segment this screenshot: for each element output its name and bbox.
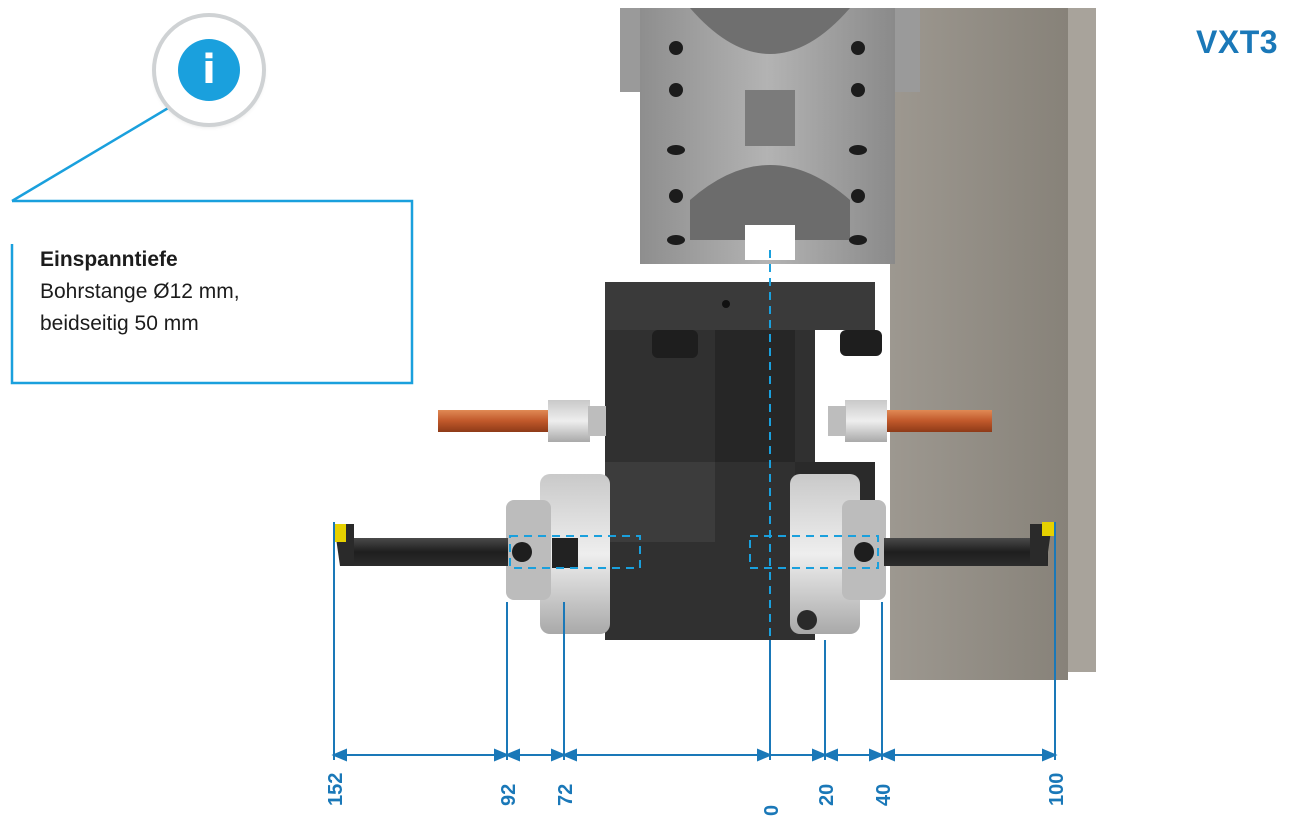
model-title: VXT3	[1196, 24, 1279, 60]
dimension-label-40: 40	[873, 783, 895, 806]
dimension-label-20: 20	[816, 783, 838, 806]
boring-bar-right	[884, 522, 1054, 566]
dimension-lines	[331, 522, 1058, 762]
coolant-pipe-right	[828, 400, 992, 442]
boring-bar-left	[334, 524, 508, 566]
right-clamp-hub	[790, 474, 886, 634]
dimension-label-100: 100	[1046, 772, 1068, 806]
dimension-label-0: 0	[761, 804, 783, 816]
upper-clamp-block	[620, 8, 920, 264]
info-line-2: beidseitig 50 mm	[40, 312, 199, 335]
clamping-depth-markers	[509, 250, 879, 640]
info-line-1: Bohrstange Ø12 mm,	[40, 280, 240, 303]
info-text: Einspanntiefe Bohrstange Ø12 mm, beidsei…	[40, 244, 380, 340]
info-callout-frame	[10, 99, 414, 385]
dimension-label-152: 152	[325, 772, 347, 806]
left-clamp-hub	[506, 474, 610, 634]
mounting-plate	[890, 8, 1096, 680]
dimension-label-92: 92	[498, 783, 520, 806]
coolant-pipe-left	[438, 400, 606, 442]
info-icon: i	[156, 17, 262, 123]
dimension-label-72: 72	[555, 783, 577, 806]
info-glyph: i	[178, 39, 240, 101]
info-heading: Einspanntiefe	[40, 248, 178, 271]
